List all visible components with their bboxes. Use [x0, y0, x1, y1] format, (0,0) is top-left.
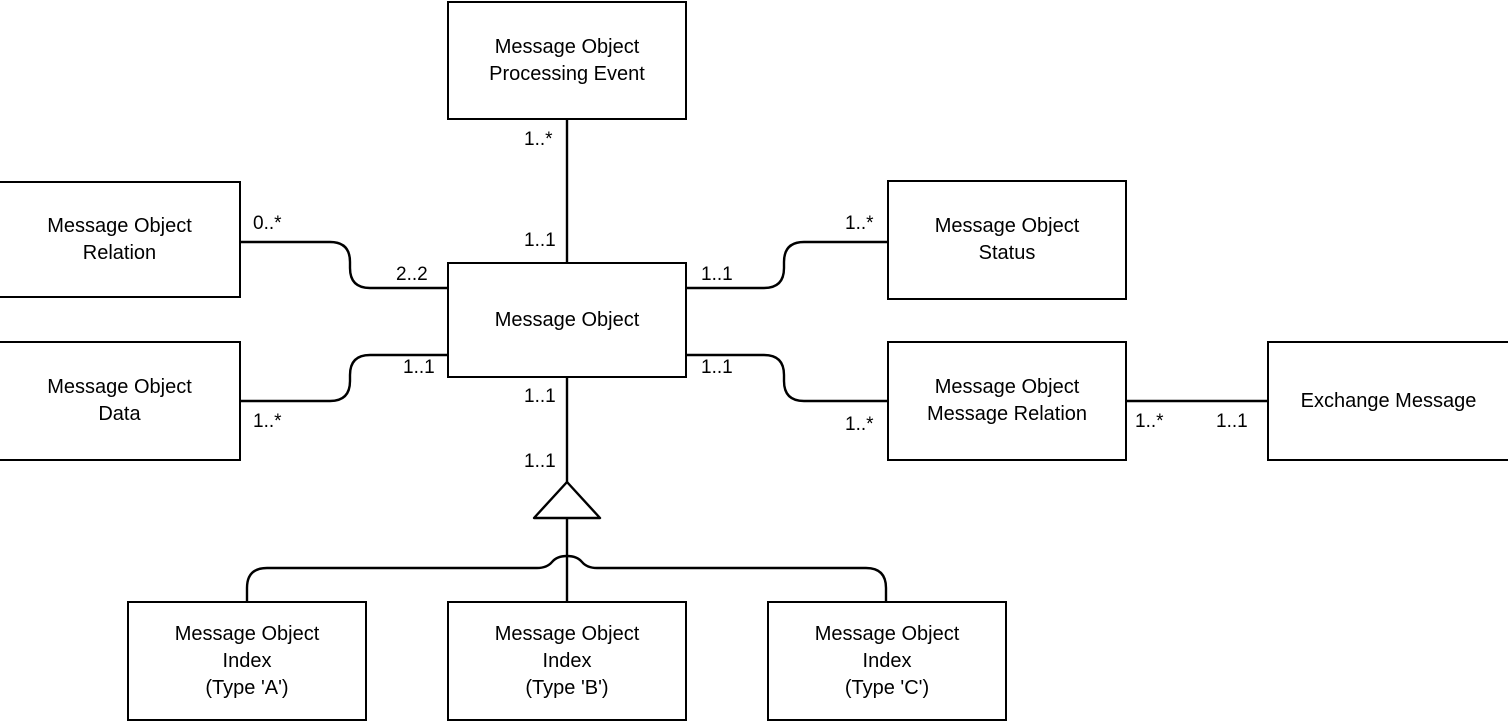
- connector-message-object-to-status: [687, 240, 887, 290]
- multiplicity-message-object-top: 1..1: [524, 230, 556, 251]
- connector-branch-to-index-c: [566, 554, 888, 601]
- entity-message-object-status[interactable]: Message Object Status: [887, 180, 1127, 300]
- multiplicity-data-end: 1..*: [253, 411, 282, 432]
- entity-message-object-index-c[interactable]: Message Object Index (Type 'C'): [767, 601, 1007, 721]
- multiplicity-message-object-left-lower: 1..1: [403, 357, 435, 378]
- multiplicity-message-object-bottom: 1..1: [524, 386, 556, 407]
- entity-message-object-relation[interactable]: Message Object Relation: [0, 181, 241, 298]
- multiplicity-message-relation-right: 1..*: [1135, 411, 1164, 432]
- entity-message-object-index-b[interactable]: Message Object Index (Type 'B'): [447, 601, 687, 721]
- entity-message-object[interactable]: Message Object: [447, 262, 687, 378]
- multiplicity-exchange-message-end: 1..1: [1216, 411, 1248, 432]
- multiplicity-message-object-right-lower: 1..1: [701, 357, 733, 378]
- multiplicity-processing-event-end: 1..*: [524, 129, 553, 150]
- generalization-triangle: [532, 480, 602, 520]
- multiplicity-relation-end: 0..*: [253, 213, 282, 234]
- entity-message-object-index-a[interactable]: Message Object Index (Type 'A'): [127, 601, 367, 721]
- connector-data-to-message-object: [241, 353, 447, 403]
- multiplicity-message-relation-left: 1..*: [845, 414, 874, 435]
- multiplicity-status-end: 1..*: [845, 213, 874, 234]
- multiplicity-generalization-end: 1..1: [524, 451, 556, 472]
- entity-exchange-message[interactable]: Exchange Message: [1267, 341, 1508, 461]
- connector-relation-to-message-object: [241, 240, 447, 290]
- entity-message-object-processing-event[interactable]: Message Object Processing Event: [447, 1, 687, 120]
- connector-message-object-to-message-relation: [687, 353, 887, 403]
- multiplicity-message-object-left-upper: 2..2: [396, 264, 428, 285]
- entity-message-object-message-relation[interactable]: Message Object Message Relation: [887, 341, 1127, 461]
- entity-message-object-data[interactable]: Message Object Data: [0, 341, 241, 461]
- multiplicity-message-object-right-upper: 1..1: [701, 264, 733, 285]
- connector-branch-to-index-a: [245, 554, 568, 601]
